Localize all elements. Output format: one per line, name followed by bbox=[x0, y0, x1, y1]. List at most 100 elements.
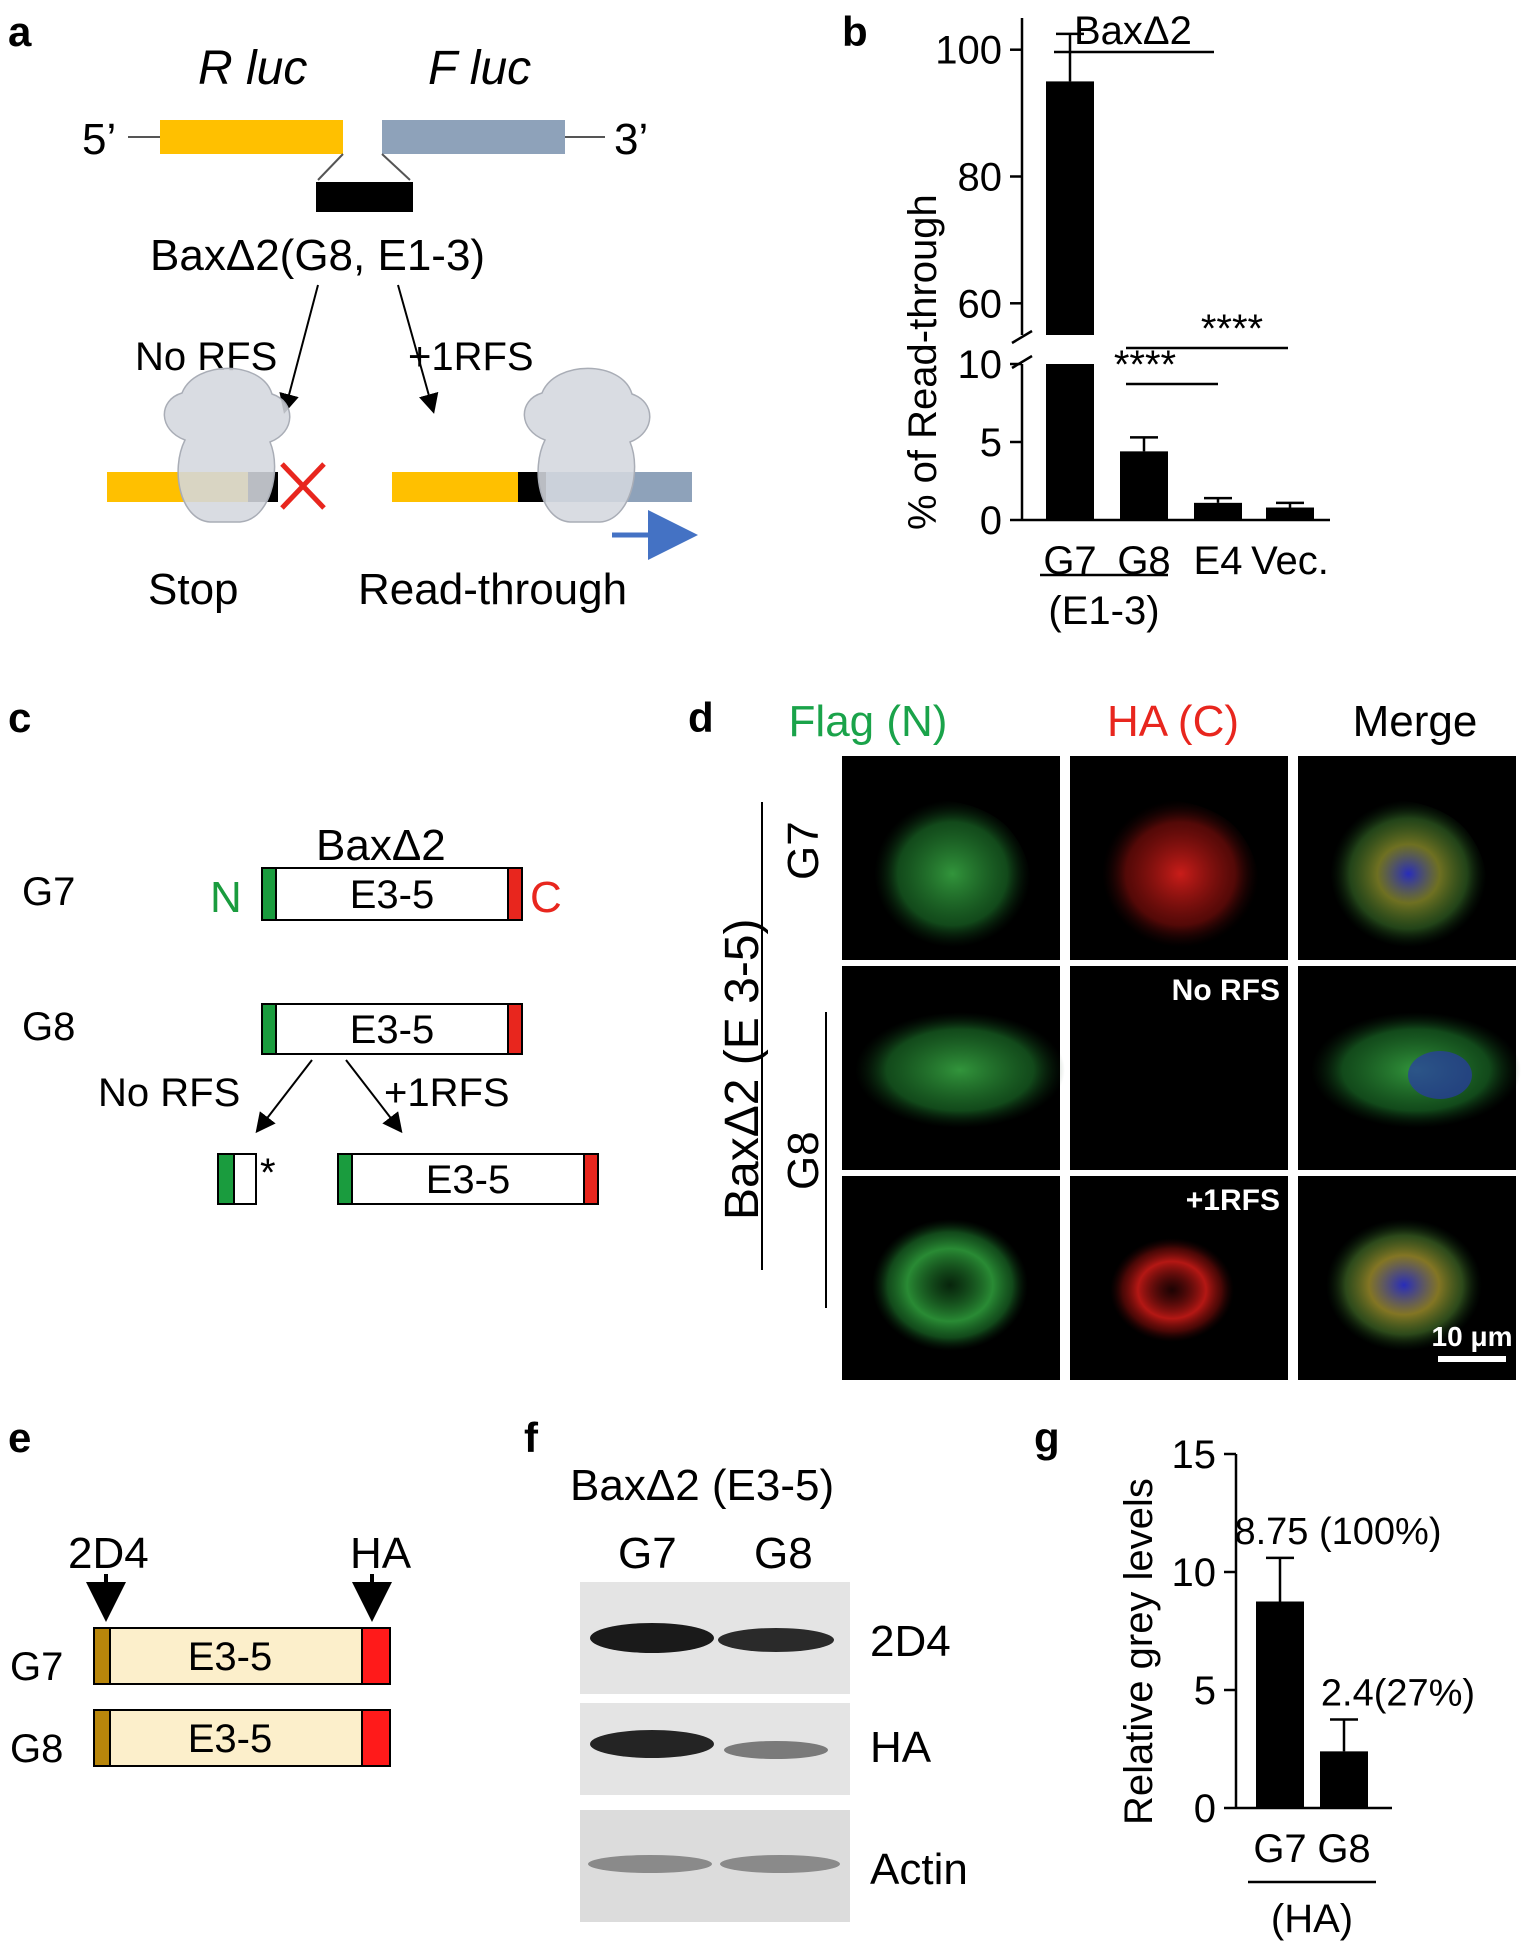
panel-f: f BaxΔ2 (E3-5) G7 G8 2D4 HA Actin bbox=[524, 1414, 968, 1922]
c-title: BaxΔ2 bbox=[316, 821, 446, 870]
e-tag-2d4: 2D4 bbox=[68, 1529, 149, 1578]
f-luc-box bbox=[382, 120, 565, 154]
c-truncated-n-tag bbox=[217, 1153, 235, 1205]
chart-g-ytick-label-1: 5 bbox=[1194, 1669, 1216, 1713]
panel-e: e 2D4 HA G7 E3-5 G8 E3-5 bbox=[8, 1414, 412, 1771]
ribosome-readthrough bbox=[523, 367, 651, 523]
panel-a: a R luc F luc 5’ 3’ BaxΔ2(G8, E1-3) No R… bbox=[8, 8, 698, 614]
chart-b-bar-3 bbox=[1266, 507, 1314, 520]
panel-label-d: d bbox=[688, 694, 714, 741]
c-g7-c-tag bbox=[507, 867, 523, 921]
c-g8-c-tag bbox=[507, 1003, 523, 1055]
insert-box bbox=[316, 182, 413, 212]
e-g8-2d4-tag bbox=[93, 1709, 111, 1767]
e-g7-2d4-tag bbox=[93, 1627, 111, 1685]
chart-g-group-label: (HA) bbox=[1271, 1897, 1353, 1941]
panel-label-b: b bbox=[842, 8, 868, 55]
panel-label-e: e bbox=[8, 1414, 31, 1461]
f-lane-g7: G7 bbox=[618, 1529, 677, 1578]
chart-b-ytick-label-upper-1: 80 bbox=[958, 156, 1003, 200]
c-rfs-box bbox=[337, 1153, 599, 1205]
panel-label-f: f bbox=[524, 1414, 539, 1461]
c-g7-label: G7 bbox=[22, 870, 75, 914]
d-cell-g8-norfs-flag bbox=[855, 1012, 1065, 1128]
three-prime-label: 3’ bbox=[614, 115, 648, 164]
no-rfs-arrow bbox=[279, 284, 319, 414]
d-nucleus-g8-norfs bbox=[1408, 1051, 1472, 1099]
chart-g-ytick-label-2: 10 bbox=[1172, 1551, 1217, 1595]
f-luc-label: F luc bbox=[428, 42, 531, 95]
chart-g-xtick-label-1: G8 bbox=[1317, 1827, 1370, 1871]
d-cell-g7-ha bbox=[1102, 800, 1259, 948]
f-lane-g8: G8 bbox=[754, 1529, 813, 1578]
c-g7-n-tag bbox=[261, 867, 277, 921]
d-cell-g7-flag bbox=[874, 800, 1031, 948]
d-scale-bar-label: 10 μm bbox=[1432, 1321, 1513, 1352]
f-band-actin-g7 bbox=[588, 1855, 712, 1873]
panel-c: c BaxΔ2 G7 N E3-5 C G8 E3-5 No RFS +1RFS… bbox=[8, 694, 599, 1205]
chart-b-break-mark-lower bbox=[1011, 354, 1033, 370]
c-g8-label: G8 bbox=[22, 1005, 75, 1049]
plus-rfs-arrow bbox=[397, 284, 439, 414]
panel-d: d Flag (N) HA (C) Merge BaxΔ2 (E 3-5) G7… bbox=[688, 694, 1521, 1380]
panel-label-a: a bbox=[8, 8, 32, 55]
c-truncated-asterisk: * bbox=[260, 1151, 276, 1195]
c-c-terminus: C bbox=[530, 873, 562, 922]
f-band-2d4-g8 bbox=[718, 1628, 834, 1652]
chart-b-bar-0-lower bbox=[1046, 364, 1094, 520]
chart-g-ylabel: Relative grey levels bbox=[1117, 1478, 1161, 1825]
panel-label-c: c bbox=[8, 694, 31, 741]
chart-b-ytick-label-lower-2: 10 bbox=[958, 343, 1003, 387]
e-g8-domain: E3-5 bbox=[188, 1717, 273, 1761]
chart-b-ytick-label-upper-0: 60 bbox=[958, 282, 1003, 326]
e-g7-domain: E3-5 bbox=[188, 1635, 273, 1679]
c-no-rfs-arrow bbox=[255, 1059, 313, 1134]
five-prime-label: 5’ bbox=[82, 115, 116, 164]
ribosome-stop bbox=[163, 367, 291, 523]
d-col-ha: HA (C) bbox=[1107, 697, 1239, 746]
chart-b-ylabel: % of Read-through bbox=[901, 194, 945, 530]
d-row-g7: G7 bbox=[779, 821, 828, 880]
c-rfs-n-tag bbox=[337, 1153, 353, 1205]
chart-b-xtick-label-0: G7 bbox=[1043, 539, 1096, 583]
e-tag-ha: HA bbox=[350, 1529, 412, 1578]
d-no-rfs-label: No RFS bbox=[1172, 974, 1280, 1007]
c-plus-rfs-label: +1RFS bbox=[384, 1071, 510, 1115]
d-row-g8: G8 bbox=[779, 1131, 828, 1190]
e-g7-label: G7 bbox=[10, 1645, 63, 1689]
panel-label-g: g bbox=[1034, 1414, 1060, 1461]
read-through-label: Read-through bbox=[358, 565, 627, 614]
f-label-2d4: 2D4 bbox=[870, 1617, 951, 1666]
d-cell-g8-rfs-flag bbox=[872, 1219, 1028, 1351]
c-n-terminus: N bbox=[210, 873, 242, 922]
c-g7-domain: E3-5 bbox=[350, 873, 435, 917]
chart-g-xtick-label-0: G7 bbox=[1253, 1827, 1306, 1871]
f-label-actin: Actin bbox=[870, 1845, 968, 1894]
chart-b-bar-2 bbox=[1194, 502, 1242, 520]
construct-label: BaxΔ2(G8, E1-3) bbox=[150, 231, 485, 280]
insert-link-left bbox=[317, 153, 344, 181]
e-g8-ha-tag bbox=[361, 1709, 391, 1767]
f-label-ha: HA bbox=[870, 1723, 932, 1772]
c-g7-box bbox=[261, 867, 523, 921]
chart-b-break-mark-upper bbox=[1011, 329, 1033, 345]
chart-g-bar-1 bbox=[1320, 1751, 1368, 1808]
chart-g-data-label-1: 2.4(27%) bbox=[1321, 1673, 1475, 1715]
chart-b-xtick-label-2: E4 bbox=[1194, 539, 1243, 583]
f-band-actin-g8 bbox=[720, 1855, 840, 1873]
stop-label: Stop bbox=[148, 565, 239, 614]
r-luc-label: R luc bbox=[198, 42, 307, 95]
d-plus-rfs-label: +1RFS bbox=[1186, 1184, 1280, 1217]
r-luc-box bbox=[160, 120, 343, 154]
chart-g-ytick-label-3: 15 bbox=[1172, 1433, 1217, 1477]
chart-b-sig1: **** bbox=[1114, 343, 1176, 387]
chart-b-sig2: **** bbox=[1201, 307, 1263, 351]
c-g8-domain: E3-5 bbox=[350, 1008, 435, 1052]
chart-g-bar-0 bbox=[1256, 1601, 1304, 1808]
e-g8-label: G8 bbox=[10, 1727, 63, 1771]
